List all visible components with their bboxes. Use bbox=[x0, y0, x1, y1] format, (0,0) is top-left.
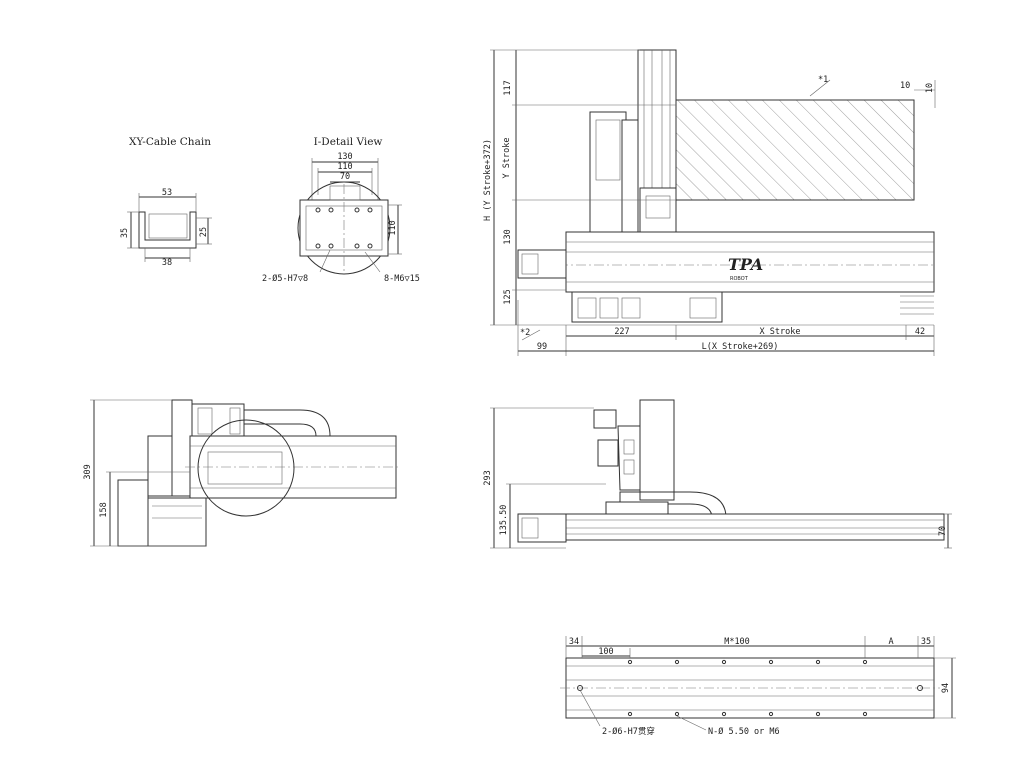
dim-35-base: 35 bbox=[921, 637, 931, 647]
dim-y-stroke: Y Stroke bbox=[502, 138, 512, 179]
dim-125: 125 bbox=[503, 289, 513, 304]
dim-38: 38 bbox=[162, 258, 172, 268]
dim-100: 100 bbox=[598, 647, 613, 657]
detail-title: I-Detail View bbox=[314, 136, 383, 148]
dim-135-50: 135.50 bbox=[499, 505, 509, 536]
brand-logo-sub: ROBOT bbox=[730, 276, 749, 282]
dim-a: A bbox=[888, 637, 893, 647]
dim-117: 117 bbox=[503, 80, 513, 95]
cable-chain-title: XY-Cable Chain bbox=[129, 136, 211, 148]
note-1: *1 bbox=[818, 75, 828, 85]
dim-130-front: 130 bbox=[503, 229, 513, 244]
dim-x-stroke: X Stroke bbox=[760, 327, 801, 337]
dim-99: 99 bbox=[537, 342, 547, 352]
dim-158: 158 bbox=[99, 502, 109, 517]
dim-70: 70 bbox=[340, 172, 350, 182]
note-through-holes: 2-Ø6-H7贯穿 bbox=[602, 726, 655, 737]
right-side-view: 293 135.50 70 bbox=[483, 399, 952, 549]
note-pin-holes: 2-Ø5-H7▽8 bbox=[262, 273, 308, 284]
dim-227: 227 bbox=[614, 327, 629, 337]
detail-view: I-Detail View 130 110 70 110 2-Ø5-H7▽8 8… bbox=[262, 136, 420, 284]
dim-42: 42 bbox=[915, 327, 925, 337]
front-view: *1 10 10 TPA ROBOT bbox=[483, 49, 936, 356]
dim-35: 35 bbox=[120, 228, 130, 238]
note-tapped-holes: 8-M6▽15 bbox=[384, 274, 420, 284]
dim-10b: 10 bbox=[925, 83, 935, 93]
dim-h-label: H (Y Stroke+372) bbox=[483, 139, 493, 221]
dim-m100: M*100 bbox=[724, 637, 750, 647]
dim-34: 34 bbox=[569, 637, 579, 647]
dim-110-h: 110 bbox=[388, 220, 398, 235]
dim-94: 94 bbox=[941, 683, 951, 693]
brand-logo: TPA bbox=[728, 255, 763, 274]
dim-110: 110 bbox=[337, 162, 352, 172]
base-plate-view: 34 100 M*100 A 35 94 2-Ø6-H7贯穿 N-Ø 5.50 … bbox=[560, 636, 956, 737]
dim-130: 130 bbox=[337, 152, 352, 162]
cable-chain-view: XY-Cable Chain 53 35 25 38 bbox=[120, 136, 212, 268]
dim-l-label: L(X Stroke+269) bbox=[702, 342, 779, 352]
dim-10a: 10 bbox=[900, 81, 910, 91]
dim-70-side: 70 bbox=[938, 526, 948, 536]
dim-53: 53 bbox=[162, 188, 172, 198]
note-2: *2 bbox=[520, 328, 530, 338]
dim-293: 293 bbox=[483, 470, 493, 485]
note-mount-holes: N-Ø 5.50 or M6 bbox=[708, 726, 780, 737]
side-view: 309 158 bbox=[83, 399, 400, 547]
dim-309: 309 bbox=[83, 464, 93, 479]
dim-25: 25 bbox=[199, 227, 209, 237]
